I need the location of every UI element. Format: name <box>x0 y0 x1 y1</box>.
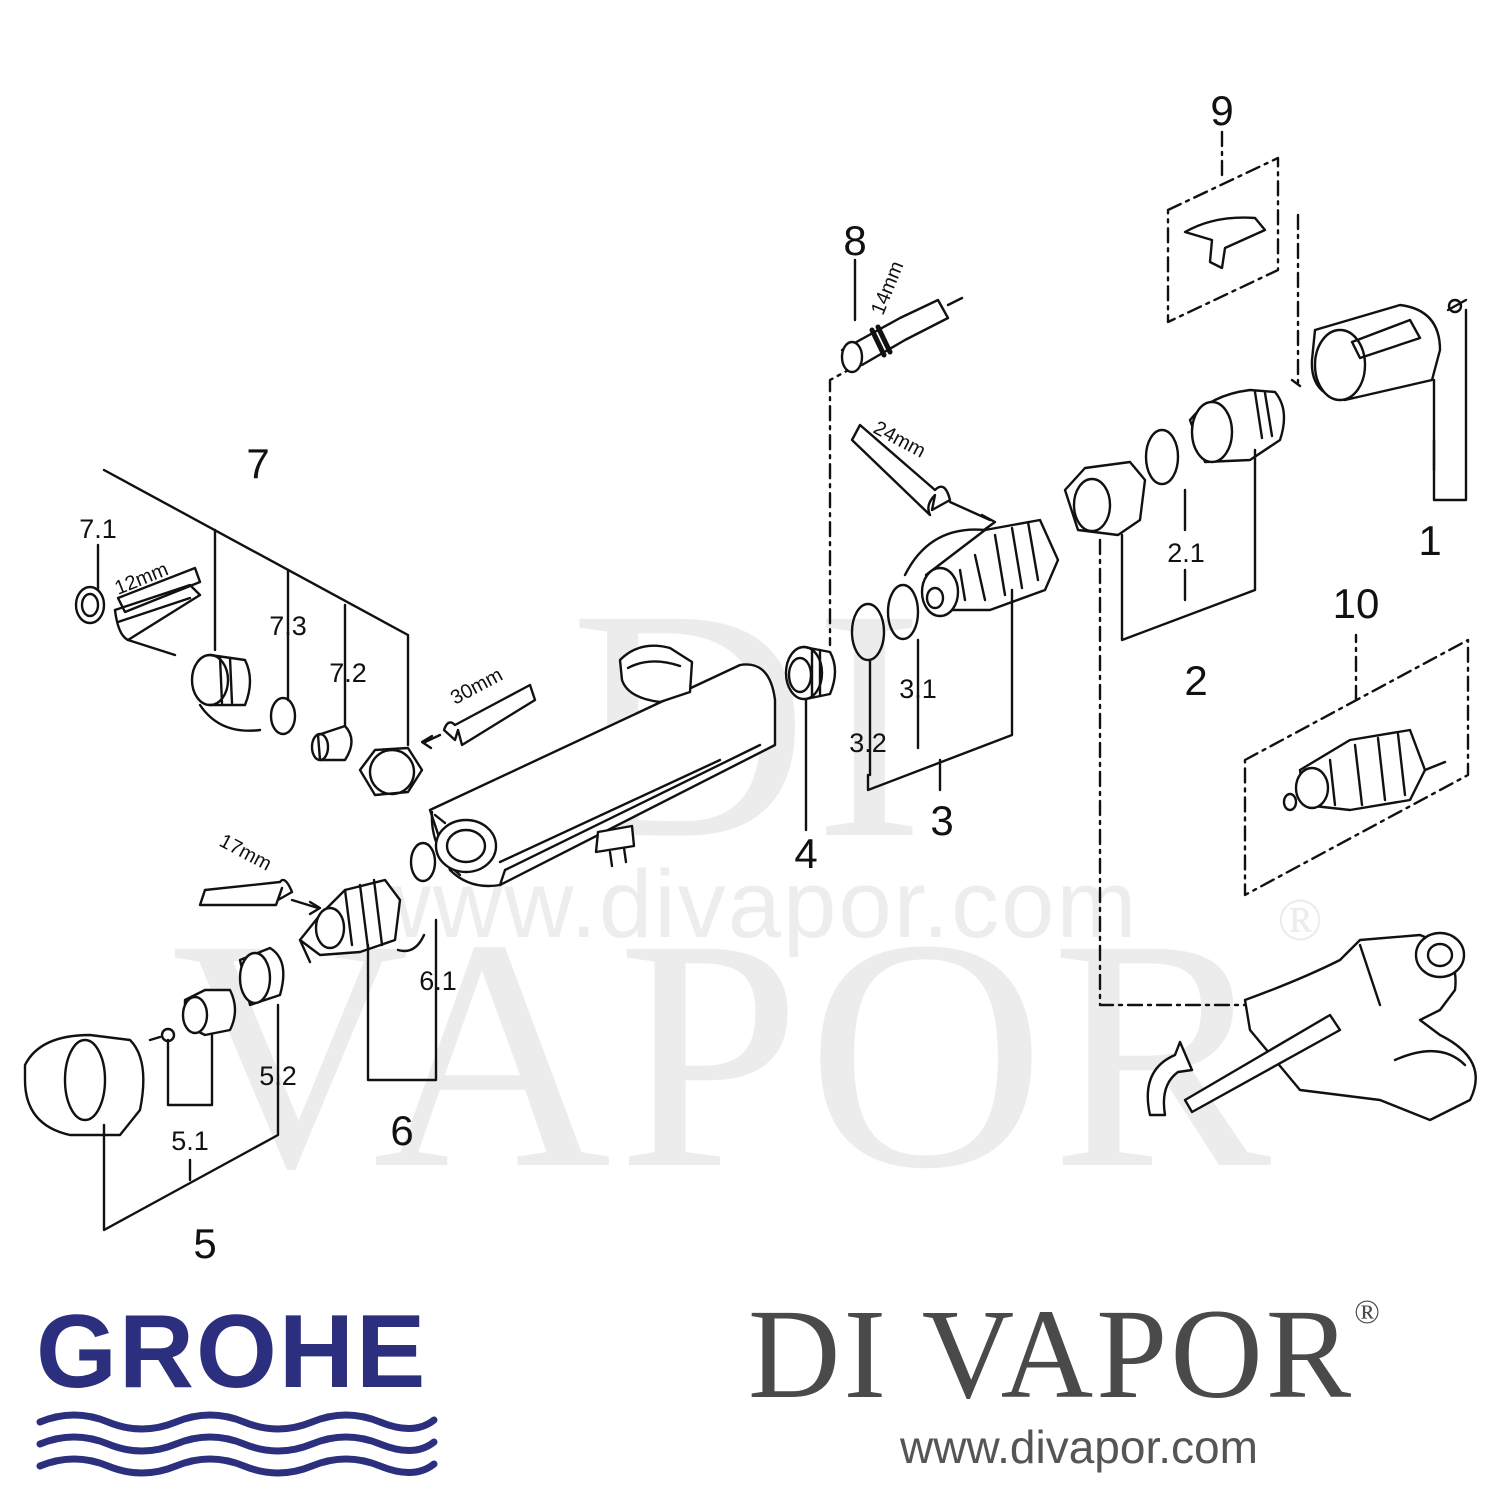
label-5-2: 5.2 <box>259 1061 297 1091</box>
divapor-wordmark: DI VAPOR <box>748 1283 1355 1425</box>
part-9-dashed-box <box>1166 128 1280 324</box>
wall-bracket <box>1146 931 1477 1122</box>
divapor-url[interactable]: www.divapor.com <box>900 1421 1258 1473</box>
mixer-body <box>428 644 777 888</box>
label-7-2: 7.2 <box>329 658 367 688</box>
wrench-24mm <box>850 423 997 532</box>
hex-key-12mm <box>116 566 202 614</box>
label-1: 1 <box>1418 517 1441 564</box>
label-4: 4 <box>794 830 817 877</box>
label-2: 2 <box>1184 657 1207 704</box>
grohe-waves-icon <box>36 1411 438 1477</box>
label-3-2: 3.2 <box>849 728 887 758</box>
part-1-handle <box>1310 298 1468 502</box>
grohe-logo: GROHE <box>36 1300 456 1489</box>
part-10-cartridge <box>1282 728 1447 812</box>
label-2-1: 2.1 <box>1167 538 1205 568</box>
part-4-fitting <box>784 645 837 832</box>
label-10: 10 <box>1333 580 1380 627</box>
label-3-1: 3.1 <box>899 674 937 704</box>
part-5-group <box>23 946 285 1232</box>
label-9: 9 <box>1210 87 1233 134</box>
part-2-coupling <box>1063 388 1286 642</box>
label-6: 6 <box>390 1107 413 1154</box>
label-7-1: 7.1 <box>79 514 117 544</box>
label-3: 3 <box>930 797 953 844</box>
divapor-logo: DI VAPOR® <box>748 1290 1488 1418</box>
divapor-registered-mark: ® <box>1354 1294 1383 1331</box>
label-7: 7 <box>246 440 269 487</box>
tool-14mm: 14mm <box>867 258 908 318</box>
wrench-17mm <box>198 878 322 916</box>
label-8: 8 <box>843 217 866 264</box>
part-9-clip <box>1183 216 1267 270</box>
grohe-wordmark: GROHE <box>36 1294 428 1410</box>
wrench-30mm <box>420 683 537 750</box>
label-7-3: 7.3 <box>269 611 307 641</box>
label-5-1: 5.1 <box>171 1126 209 1156</box>
part-3-cartridge <box>850 518 1060 792</box>
label-6-1: 6.1 <box>419 966 457 996</box>
part-7-group <box>74 468 424 797</box>
label-5: 5 <box>193 1220 216 1267</box>
part-labels: 1 2 2.1 3 3.1 3.2 4 5 5.1 5.2 6 6.1 7 7.… <box>79 87 1441 1267</box>
part-8-adapter <box>840 258 964 374</box>
part-10-dashed-box <box>1243 633 1470 897</box>
part-6-group <box>298 841 438 1082</box>
tool-17mm: 17mm <box>216 830 275 876</box>
